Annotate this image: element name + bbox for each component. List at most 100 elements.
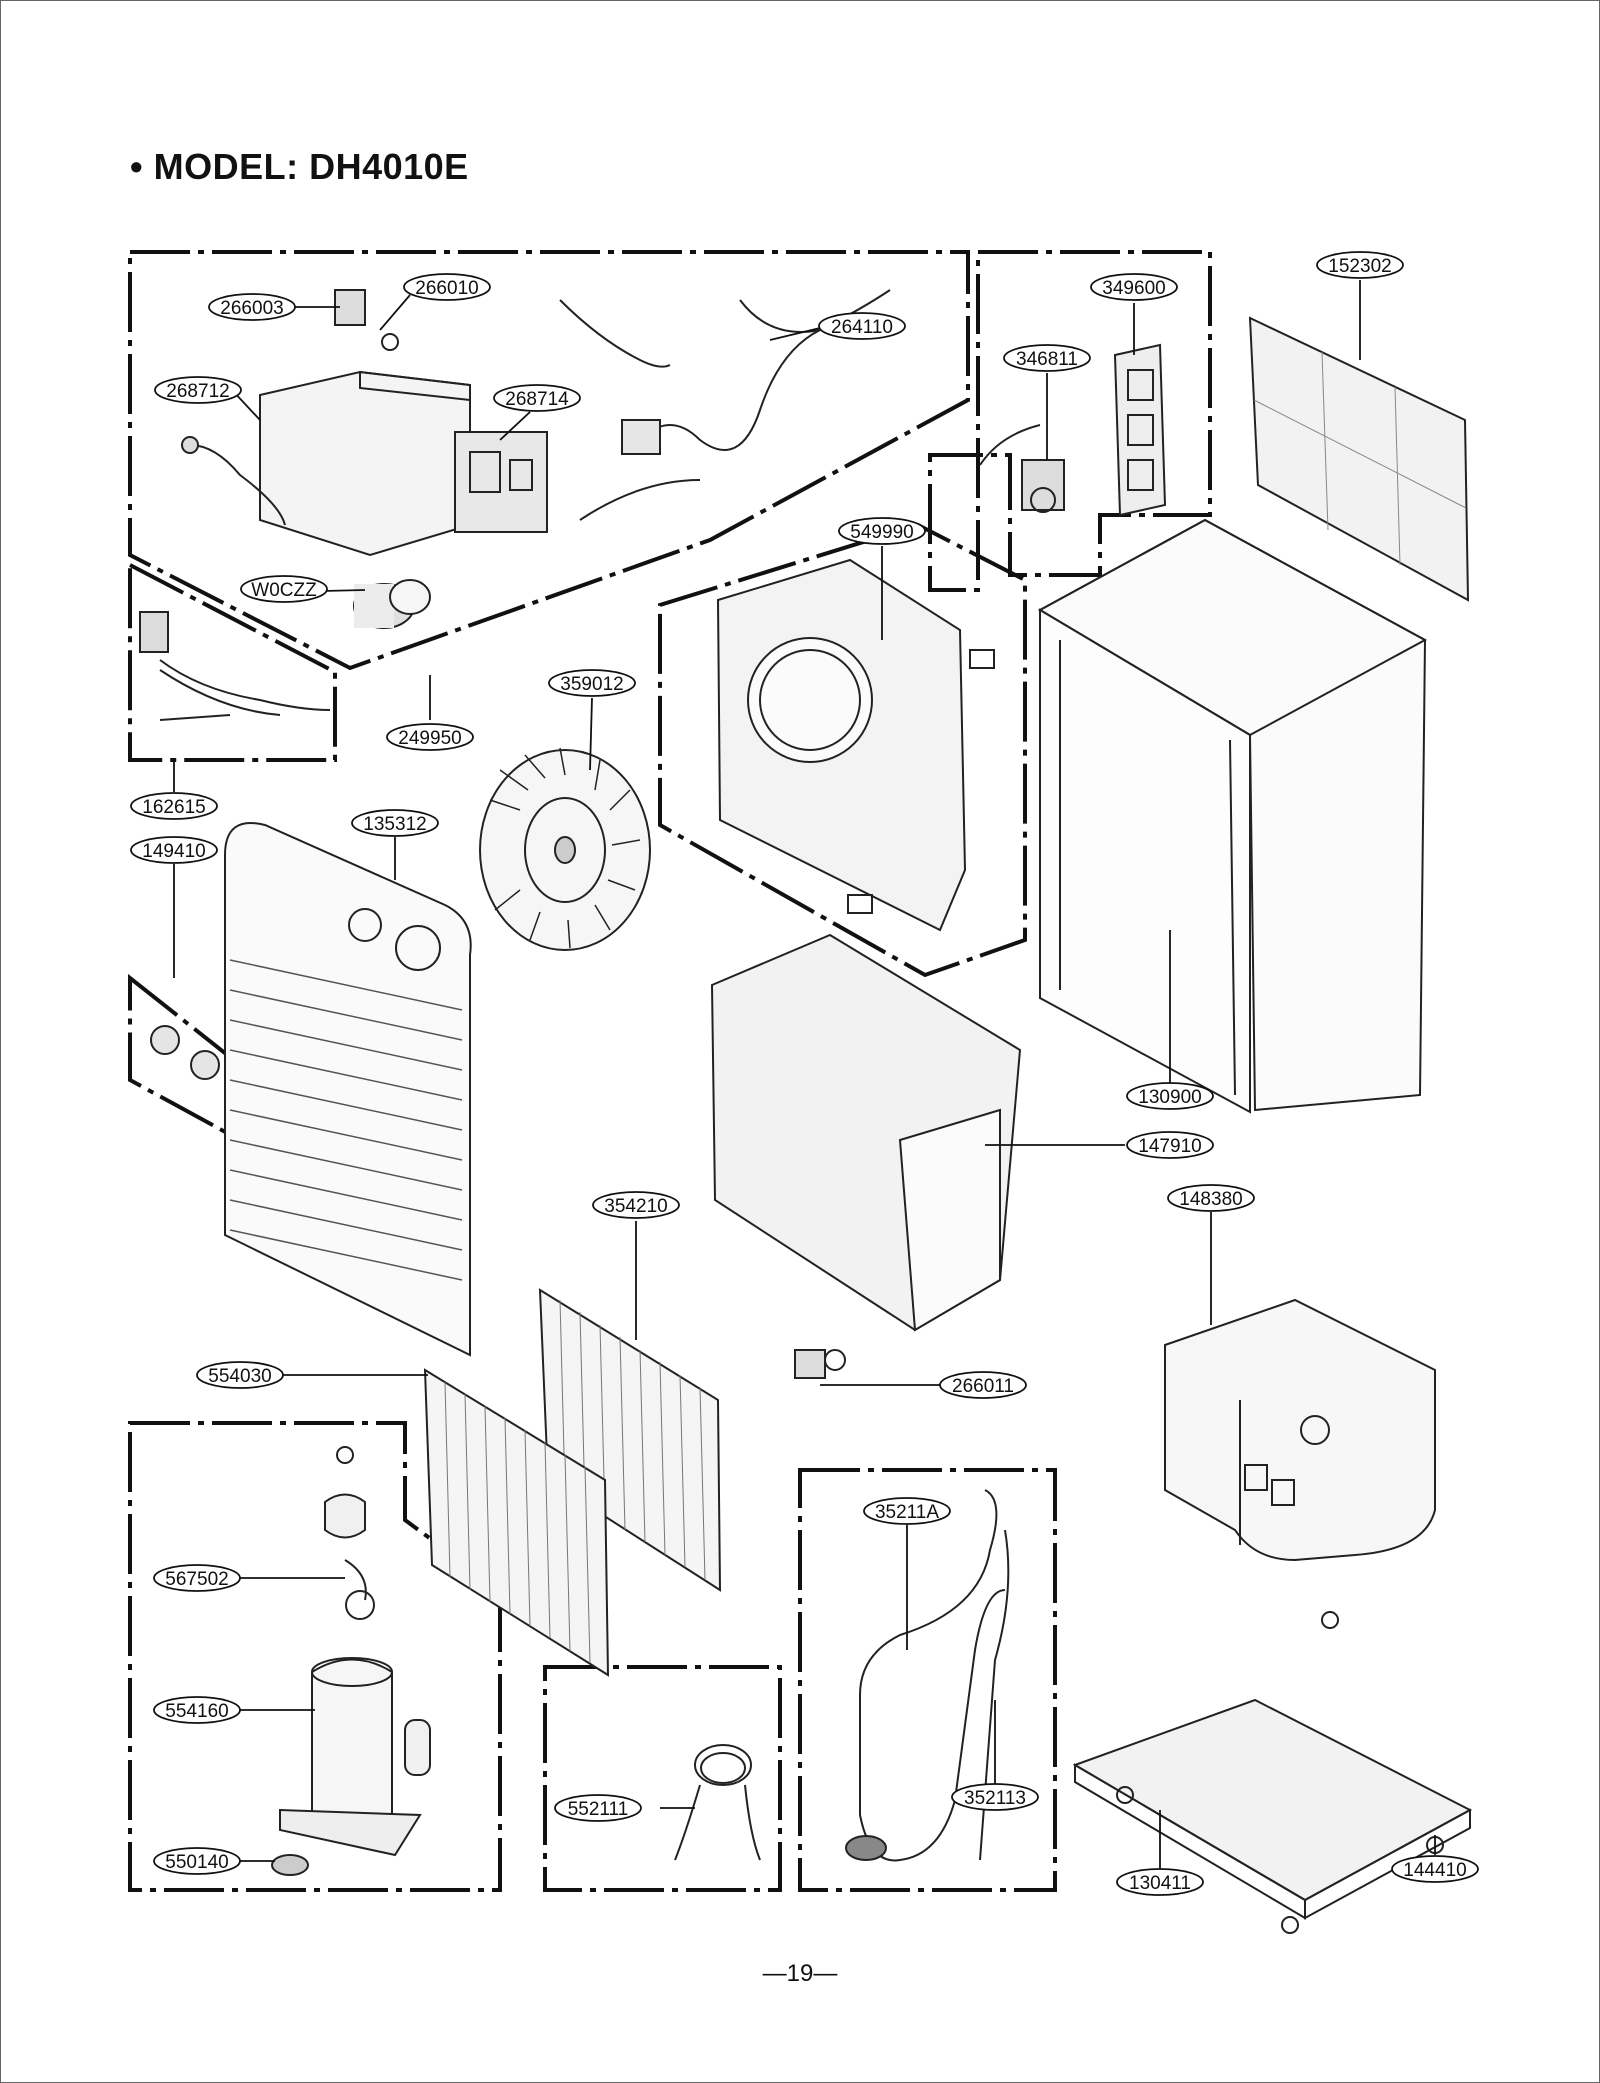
- callout-bubble: [1126, 1082, 1214, 1110]
- part-number-label: 349600: [1102, 278, 1165, 299]
- callout-bubble: [153, 1696, 241, 1724]
- part-number-label: 554030: [208, 1366, 271, 1387]
- part-number-label: 346811: [1016, 349, 1078, 370]
- fan-motor-drawing: [979, 424, 1065, 513]
- callout-bubble: [208, 293, 296, 321]
- callout-152302: 152302: [1316, 251, 1404, 279]
- part-number-label: 550140: [165, 1852, 228, 1873]
- callout-550140: 550140: [153, 1847, 241, 1875]
- part-number-label: 268712: [166, 381, 229, 402]
- motor-bracket-drawing: [1113, 343, 1167, 517]
- part-number-label: 144410: [1403, 1860, 1466, 1881]
- callout-147910: 147910: [1126, 1131, 1214, 1159]
- callout-359012: 359012: [548, 669, 636, 697]
- water-tank-drawing: [1164, 1298, 1436, 1562]
- part-number-label: 266010: [415, 278, 478, 299]
- part-number-label: 35211A: [875, 1502, 939, 1523]
- part-number-label: 554160: [165, 1701, 228, 1722]
- callout-249950: 249950: [386, 723, 474, 751]
- electrical-group-boundary: [128, 250, 970, 671]
- callout-352113: 352113: [951, 1783, 1039, 1811]
- part-number-label: 354210: [604, 1196, 667, 1217]
- callout-bubble: [951, 1783, 1039, 1811]
- callout-bubble: [153, 1847, 241, 1875]
- cabinet-drawing: [1037, 518, 1428, 1114]
- callout-bubble: [240, 575, 328, 603]
- compressor-group-boundary: [128, 1421, 502, 1892]
- callout-bubble: [351, 809, 439, 837]
- evaporator-coil-drawing: [423, 1368, 610, 1677]
- callout-bubble: [386, 723, 474, 751]
- callout-130411: 130411: [1116, 1868, 1204, 1896]
- callout-bubble: [939, 1371, 1027, 1399]
- callout-bubble: [1167, 1184, 1255, 1212]
- part-number-label: 266003: [220, 298, 283, 319]
- part-number-label: 162615: [142, 797, 205, 818]
- float-switch-drawing: [794, 1349, 846, 1379]
- callout-bubble: [196, 1361, 284, 1389]
- callout-bubble: [1116, 1868, 1204, 1896]
- part-number-label: 130900: [1138, 1087, 1201, 1108]
- callout-bubble: [153, 1564, 241, 1592]
- part-number-label: 148380: [1179, 1189, 1242, 1210]
- callout-135312: 135312: [351, 809, 439, 837]
- callout-bubble: [493, 384, 581, 412]
- callout-bubble: [548, 669, 636, 697]
- callout-bubble: [838, 517, 926, 545]
- base-pan-drawing: [710, 933, 1022, 1332]
- part-drawings: [139, 289, 1473, 1934]
- knobs-drawing: [150, 1025, 220, 1080]
- leader-lines: [173, 280, 1436, 1870]
- capillary-group-boundary: [543, 1665, 782, 1892]
- callout-144410: 144410: [1391, 1855, 1479, 1883]
- callout-bubble: [1391, 1855, 1479, 1883]
- callout-149410: 149410: [130, 836, 218, 864]
- air-filter-drawing: [1248, 316, 1470, 602]
- callout-bubble: [863, 1497, 951, 1525]
- callout-268714: 268714: [493, 384, 581, 412]
- callout-bubble: [1316, 251, 1404, 279]
- blower-wheel-drawing: [479, 747, 651, 951]
- callout-bubble: [1003, 344, 1091, 372]
- callout-bubble: [1090, 273, 1178, 301]
- callout-552111: 552111: [554, 1794, 642, 1822]
- callout-bubble: [592, 1191, 680, 1219]
- part-number-label: 567502: [165, 1569, 228, 1590]
- capillary-tube-drawing: [674, 1744, 761, 1861]
- part-number-label: 359012: [560, 674, 623, 695]
- page-number: —19—: [762, 1960, 838, 1987]
- part-number-label: 352113: [964, 1788, 1026, 1809]
- callout-bubble: [818, 312, 906, 340]
- part-number-label: 268714: [505, 389, 569, 410]
- callout-35211a: 35211A: [863, 1497, 951, 1525]
- callout-264110: 264110: [818, 312, 906, 340]
- part-number-label: 249950: [398, 728, 461, 749]
- callout-130900: 130900: [1126, 1082, 1214, 1110]
- part-number-label: 130411: [1129, 1873, 1191, 1894]
- callout-bubble: [154, 376, 242, 404]
- callout-148380: 148380: [1167, 1184, 1255, 1212]
- callout-567502: 567502: [153, 1564, 241, 1592]
- callout-549990: 549990: [838, 517, 926, 545]
- callout-266010: 266010: [403, 273, 491, 301]
- callout-162615: 162615: [130, 792, 218, 820]
- part-number-label: 147910: [1138, 1136, 1201, 1157]
- callout-554030: 554030: [196, 1361, 284, 1389]
- part-number-label: W0CZZ: [251, 580, 317, 601]
- callout-w0czz: W0CZZ: [240, 575, 328, 603]
- part-number-label: 549990: [850, 522, 913, 543]
- callout-346811: 346811: [1003, 344, 1091, 372]
- evaporator-group-boundary: [798, 1468, 1057, 1892]
- callout-354210: 354210: [592, 1191, 680, 1219]
- compressor-drawing: [271, 1446, 431, 1876]
- callout-266011: 266011: [939, 1371, 1027, 1399]
- control-box-drawing: [181, 289, 548, 557]
- part-number-label: 552111: [568, 1799, 629, 1820]
- part-number-label: 135312: [363, 814, 426, 835]
- callout-bubble: [554, 1794, 642, 1822]
- callout-349600: 349600: [1090, 273, 1178, 301]
- front-grille-drawing: [224, 822, 472, 1357]
- fan-housing-drawing: [716, 558, 995, 932]
